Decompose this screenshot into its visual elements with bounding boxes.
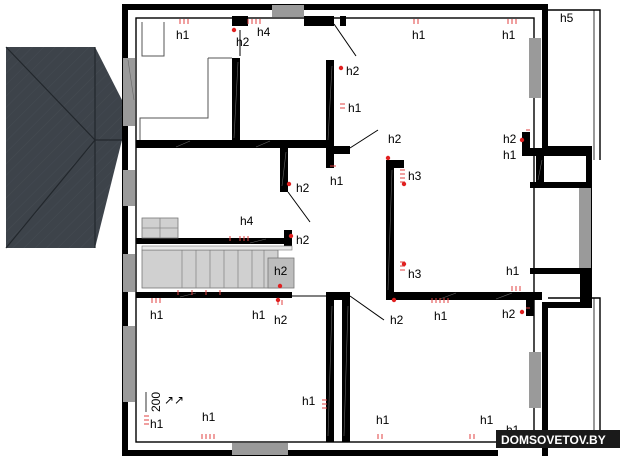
label-h4: h4 [257,25,271,39]
label-h1: h1 [434,309,448,323]
label-h2: h2 [296,233,310,247]
label-h1: h1 [330,174,344,188]
label-h2: h2 [390,313,404,327]
label-h3: h3 [408,169,422,183]
label-h1: h1 [202,410,216,424]
watermark-text: DOMSOVETOV.BY [501,433,606,447]
label-h2: h2 [296,181,310,195]
label-h2: h2 [502,307,516,321]
windows [123,5,601,455]
label-h1: h1 [506,264,520,278]
label-h1: h1 [503,148,517,162]
dimension-arrows: ↗↗ [164,393,184,407]
label-h1: h1 [252,308,266,322]
height-points [231,27,525,315]
watermark: DOMSOVETOV.BY [496,430,620,448]
label-h1: h1 [150,417,164,431]
socket-marks [144,19,530,439]
label-h1: h1 [376,413,390,427]
label-h1: h1 [348,101,362,115]
dimension-marker: 200 ↗↗ [145,392,184,412]
wall-hatching [127,59,543,437]
label-h3: h3 [408,267,422,281]
label-h4: h4 [240,214,254,228]
interior-walls [136,16,588,442]
label-h2: h2 [274,313,288,327]
label-h2: h2 [274,264,288,278]
label-h2: h2 [346,64,360,78]
roof [5,46,122,249]
label-h5: h5 [560,11,574,25]
label-h2: h2 [388,132,402,146]
label-h1: h1 [480,413,494,427]
label-h1: h1 [502,28,516,42]
stairs [141,217,295,289]
label-h2: h2 [236,35,250,49]
label-h2: h2 [503,132,517,146]
label-h1: h1 [412,28,426,42]
label-h1: h1 [176,28,190,42]
label-h1: h1 [150,308,164,322]
door-swings [239,23,385,321]
label-h1: h1 [302,394,316,408]
height-labels: h1 h2 h4 h1 h1 h5 h2 h1 h2 h2 h1 h1 h2 h… [150,11,574,437]
kitchen-counter [139,22,232,140]
dimension-text: 200 [149,392,163,412]
